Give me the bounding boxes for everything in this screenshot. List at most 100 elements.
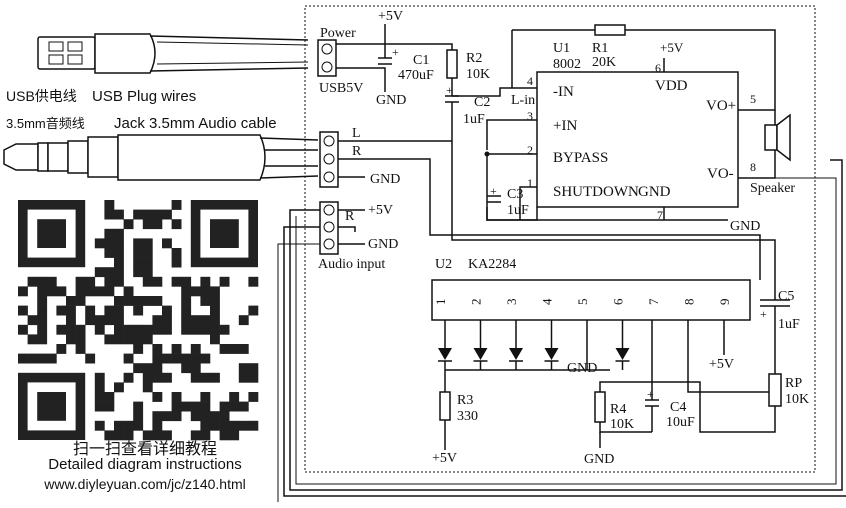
u1-pin-gnd: GND — [638, 184, 671, 200]
audio-input-label: Audio input — [318, 257, 385, 272]
u1-pin-shutdown: SHUTDOWN — [553, 184, 639, 200]
c5-name: C5 — [778, 289, 794, 304]
audio-input-gnd: GND — [368, 237, 398, 252]
usb-label-en: USB Plug wires — [92, 88, 196, 105]
u1-pin-vdd: VDD — [655, 78, 688, 94]
u1-pin-bypass: BYPASS — [553, 150, 608, 166]
svg-text:2: 2 — [527, 143, 533, 157]
r4-name: R4 — [610, 402, 626, 417]
u2-pin-8: 8 — [682, 299, 697, 306]
svg-text:+: + — [647, 387, 654, 401]
u2-pin-1: 1 — [433, 299, 448, 306]
rp-name: RP — [785, 376, 802, 391]
r1-value: 20K — [592, 55, 616, 70]
r3-supply: +5V — [432, 451, 457, 466]
usb-label-cn: USB供电线 — [6, 88, 77, 104]
svg-text:+: + — [392, 45, 399, 59]
led-icon — [473, 348, 488, 370]
svg-text:+: + — [446, 83, 453, 97]
u1-part: 8002 — [553, 57, 581, 72]
u2-pin-4: 4 — [540, 298, 555, 305]
r2-value: 10K — [466, 67, 490, 82]
c2-value: 1uF — [463, 112, 485, 127]
jack-gnd-label: GND — [370, 172, 400, 187]
r3-name: R3 — [457, 393, 473, 408]
u1-pin-vo-minus: VO- — [707, 166, 734, 182]
caption-instructions: Detailed diagram instructions — [48, 456, 242, 473]
jack-r-label: R — [352, 144, 362, 159]
qr-code-icon — [18, 200, 259, 441]
c3-value: 1uF — [507, 203, 529, 218]
speaker-label: Speaker — [750, 181, 795, 196]
u2-pin-labels: 1 2 3 4 5 6 7 8 9 — [433, 298, 732, 305]
r3-value: 330 — [457, 409, 478, 424]
u2-bottom-gnd: GND — [584, 452, 614, 467]
c1-name: C1 — [413, 53, 429, 68]
u1-pin-in-plus: +IN — [553, 118, 577, 134]
rp-potentiometer — [768, 373, 782, 407]
r4-value: 10K — [610, 417, 634, 432]
u1-gnd-net: GND — [730, 219, 760, 234]
usb5v-label: USB5V — [319, 81, 363, 96]
c4-value: 10uF — [666, 415, 695, 430]
jack-l-label: L — [352, 126, 361, 141]
led-icon — [438, 348, 452, 370]
u1-chip — [536, 71, 739, 208]
svg-text:+: + — [490, 184, 497, 198]
u2-pin-7: 7 — [646, 298, 661, 305]
r1-resistor — [594, 24, 626, 36]
r2-resistor — [446, 49, 458, 79]
svg-text:5: 5 — [750, 92, 756, 106]
r2-name: R2 — [466, 51, 482, 66]
u1-name: U1 — [553, 41, 570, 56]
u2-pin-2: 2 — [469, 299, 484, 306]
u2-part: KA2284 — [468, 257, 516, 272]
svg-text:8: 8 — [750, 160, 756, 174]
u1-pin-in-minus: -IN — [553, 84, 574, 100]
c1-value: 470uF — [398, 68, 434, 83]
audio-jack-connector — [319, 131, 339, 188]
u1-lin-label: L-in — [511, 93, 535, 108]
led-icon — [509, 348, 523, 370]
svg-text:1: 1 — [527, 176, 533, 190]
svg-text:7: 7 — [657, 208, 663, 222]
jack-label-cn: 3.5mm音频线 — [6, 116, 85, 131]
c4-name: C4 — [670, 400, 686, 415]
svg-text:6: 6 — [655, 61, 661, 75]
u1-vdd-supply: +5V — [660, 40, 684, 55]
c5-value: 1uF — [778, 317, 800, 332]
u2-chip — [431, 279, 751, 321]
audio-input-vcc: +5V — [368, 203, 393, 218]
caption-url: www.diyleyuan.com/jc/z140.html — [44, 476, 246, 492]
u2-pin-6: 6 — [611, 298, 626, 305]
led-icon — [615, 348, 630, 370]
c2-name: C2 — [474, 95, 490, 110]
rp-value: 10K — [785, 392, 809, 407]
u2-name: U2 — [435, 257, 452, 272]
svg-text:+: + — [760, 307, 767, 321]
r1-name: R1 — [592, 41, 608, 56]
u1-pin-vo-plus: VO+ — [706, 98, 736, 114]
power-vcc-label: +5V — [378, 9, 403, 24]
u2-pin-9: 9 — [717, 299, 732, 306]
r3-resistor — [439, 391, 451, 421]
led-array — [438, 320, 630, 370]
u2-gnd-label: GND — [567, 361, 597, 376]
u2-vcc-label: +5V — [709, 357, 734, 372]
u2-pin-5: 5 — [575, 299, 590, 306]
power-gnd-label: GND — [376, 93, 406, 108]
audio-input-r: R — [345, 209, 355, 224]
u2-pin-3: 3 — [504, 299, 519, 306]
caption-cn: 扫一扫查看详细教程 — [72, 441, 217, 458]
c3-name: C3 — [507, 187, 523, 202]
svg-text:4: 4 — [527, 74, 533, 88]
power-label: Power — [320, 26, 356, 41]
led-icon — [544, 348, 559, 370]
audio-jack-plug-icon — [3, 134, 319, 181]
jack-label-en: Jack 3.5mm Audio cable — [114, 115, 277, 132]
r4-resistor — [594, 391, 606, 423]
svg-text:3: 3 — [527, 109, 533, 123]
audio-input-connector — [319, 201, 339, 255]
speaker-icon — [764, 113, 791, 162]
